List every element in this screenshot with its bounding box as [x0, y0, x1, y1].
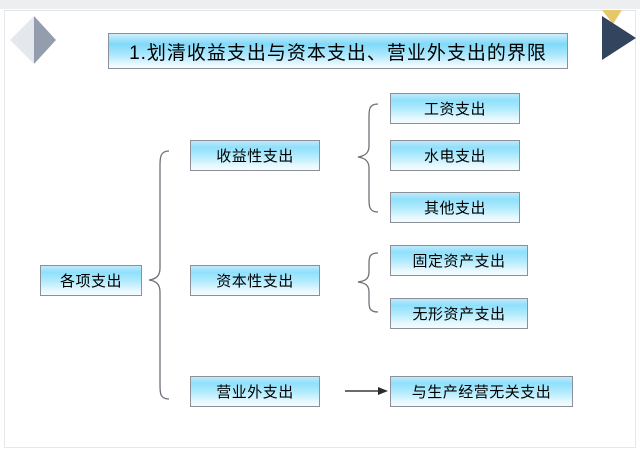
- page-title: 1.划清收益支出与资本支出、营业外支出的界限: [108, 33, 568, 69]
- node-branch-2-child-1: 固定资产支出: [390, 245, 528, 276]
- node-branch-1-child-3: 其他支出: [390, 192, 520, 223]
- left-arrow-deco: [10, 16, 56, 64]
- node-branch-1: 收益性支出: [190, 140, 320, 171]
- right-arrow-deco: [602, 10, 636, 60]
- node-root: 各项支出: [40, 265, 142, 296]
- node-branch-1-child-2: 水电支出: [390, 140, 520, 171]
- left-arrow-deco-dark-triangle: [34, 16, 56, 64]
- node-branch-3-child-1: 与生产经营无关支出: [390, 376, 573, 407]
- right-arrow-deco-navy-triangle: [602, 16, 636, 60]
- slide-frame: [4, 10, 636, 448]
- left-arrow-deco-light-triangle: [10, 16, 34, 64]
- node-branch-2: 资本性支出: [190, 265, 320, 296]
- right-arrow-deco-gold-triangle: [602, 10, 622, 24]
- node-branch-1-child-1: 工资支出: [390, 93, 520, 124]
- node-branch-3: 营业外支出: [190, 376, 320, 407]
- node-branch-2-child-2: 无形资产支出: [390, 298, 528, 329]
- slide-top-strip: [0, 0, 640, 9]
